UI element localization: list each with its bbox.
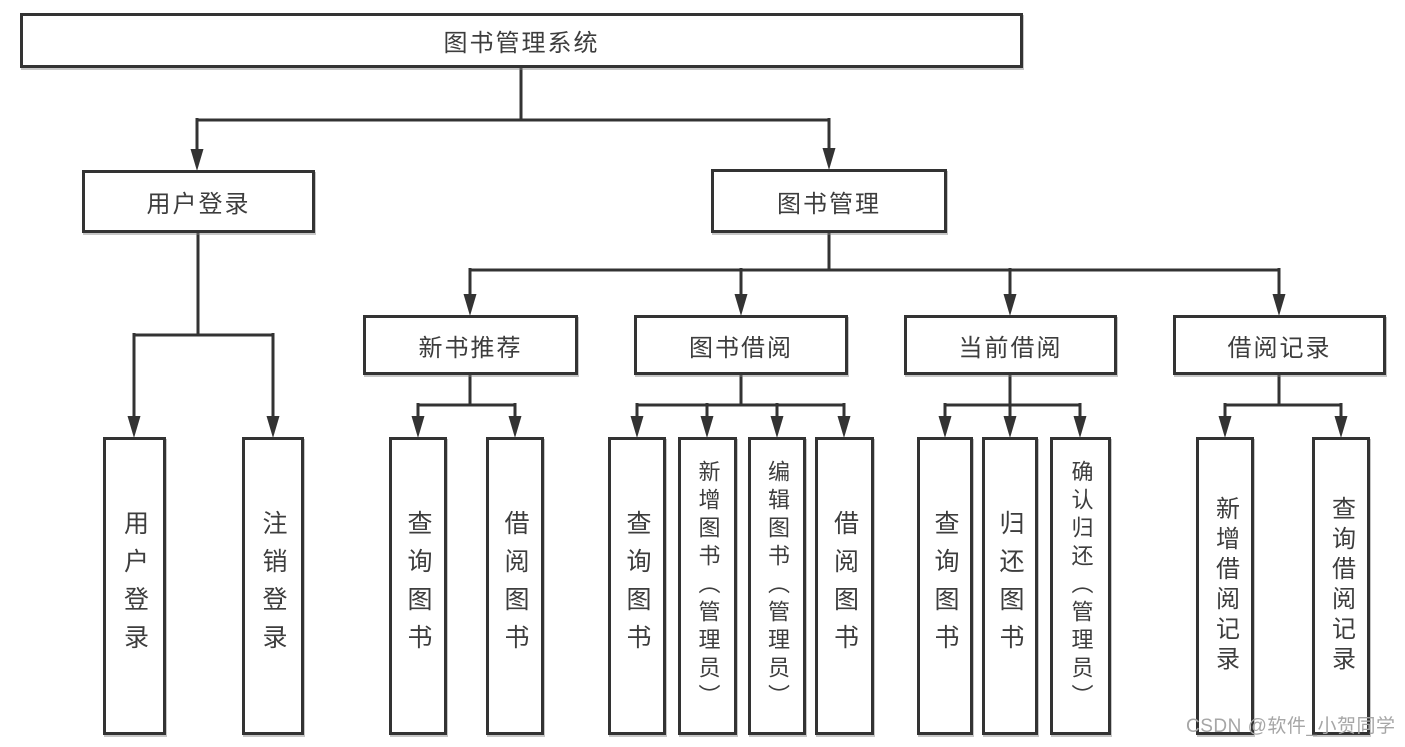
leaf-borrow-books: 借阅图书 — [815, 437, 874, 735]
leaf-logout: 注销登录 — [242, 437, 304, 735]
leaf-add-book-admin: 新增图书（管理员） — [678, 437, 737, 735]
node-book-management: 图书管理 — [711, 169, 947, 233]
leaf-edit-book-admin-label: 编辑图书（管理员） — [765, 460, 790, 712]
leaf-borrow-books-label: 借阅图书 — [830, 510, 859, 662]
node-new-book-recommend: 新书推荐 — [363, 315, 578, 375]
leaf-borrow-books-recommend: 借阅图书 — [486, 437, 544, 735]
node-user-login: 用户登录 — [82, 170, 315, 233]
leaf-user-login-label: 用户登录 — [120, 510, 149, 662]
leaf-return-book: 归还图书 — [982, 437, 1038, 735]
leaf-confirm-return-admin: 确认归还（管理员） — [1050, 437, 1111, 735]
leaf-edit-book-admin: 编辑图书（管理员） — [748, 437, 806, 735]
leaf-query-books-current: 查询图书 — [917, 437, 973, 735]
leaf-return-book-label: 归还图书 — [996, 510, 1024, 662]
leaf-confirm-return-admin-label: 确认归还（管理员） — [1068, 460, 1094, 712]
leaf-query-books-borrow-label: 查询图书 — [623, 510, 651, 662]
leaf-logout-label: 注销登录 — [259, 510, 287, 662]
leaf-query-books-recommend-label: 查询图书 — [404, 510, 432, 662]
node-root-library-management-system: 图书管理系统 — [20, 13, 1023, 68]
leaf-query-borrow-record: 查询借阅记录 — [1312, 437, 1370, 735]
watermark-text: CSDN @软件_小贺同学 — [1186, 716, 1396, 737]
node-borrowing-records: 借阅记录 — [1173, 315, 1386, 375]
leaf-query-borrow-record-label: 查询借阅记录 — [1327, 496, 1355, 676]
leaf-query-books-current-label: 查询图书 — [931, 510, 959, 662]
leaf-add-borrow-record-label: 新增借阅记录 — [1211, 496, 1239, 676]
node-book-borrowing: 图书借阅 — [634, 315, 848, 375]
leaf-query-books-recommend: 查询图书 — [389, 437, 447, 735]
leaf-borrow-books-recommend-label: 借阅图书 — [501, 510, 529, 662]
leaf-query-books-borrow: 查询图书 — [608, 437, 666, 735]
node-current-borrowing: 当前借阅 — [904, 315, 1117, 375]
leaf-add-book-admin-label: 新增图书（管理员） — [695, 460, 721, 712]
leaf-user-login: 用户登录 — [103, 437, 166, 735]
leaf-add-borrow-record: 新增借阅记录 — [1196, 437, 1254, 735]
